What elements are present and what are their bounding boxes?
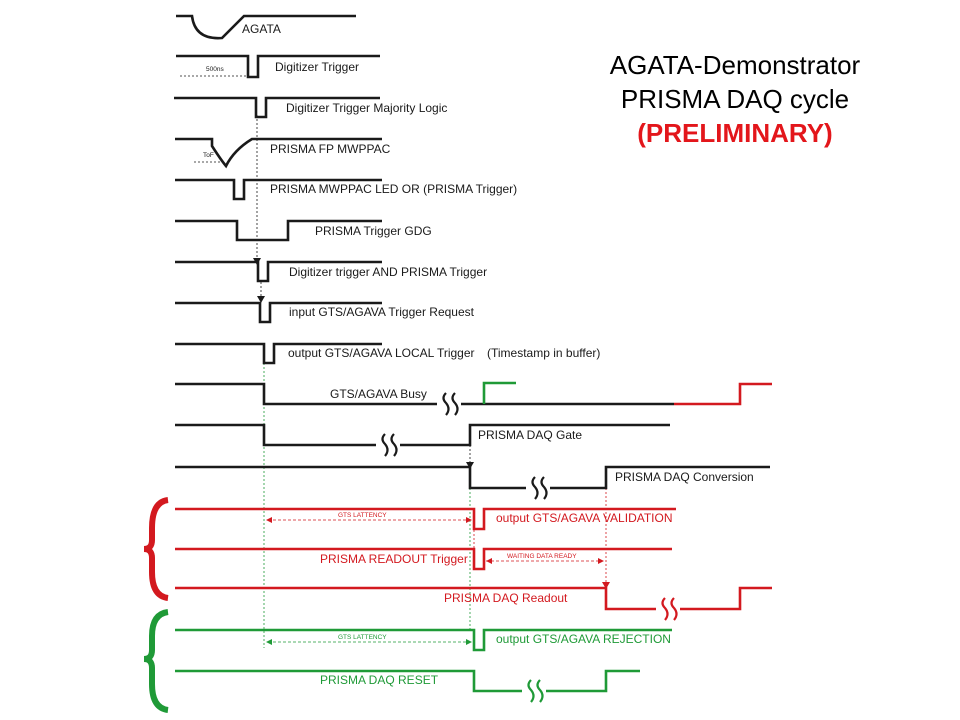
waveform-prisma-fp-mwppac xyxy=(175,137,382,169)
waveform-trigger-gdg xyxy=(175,219,382,242)
label-gts-latency-2: GTS LATTENCY xyxy=(338,634,387,641)
label-output-rejection: output GTS/AGAVA REJECTION xyxy=(496,632,671,646)
waveform-input-gts xyxy=(175,301,382,324)
label-waiting-data-ready: WAITING DATA READY xyxy=(507,553,577,560)
break-mark xyxy=(526,476,550,500)
label-output-gts-local: output GTS/AGAVA LOCAL Trigger xyxy=(288,346,475,360)
waveform-prisma-daq-gate xyxy=(175,423,670,447)
waveform-gts-busy-red xyxy=(674,382,772,406)
arrow-head xyxy=(466,517,472,523)
waveform-gts-busy xyxy=(175,382,674,406)
arrow-head xyxy=(486,558,492,564)
label-digitizer-trigger: Digitizer Trigger xyxy=(275,60,359,74)
label-gts-busy: GTS/AGAVA Busy xyxy=(330,387,427,401)
label-mwppac-or: PRISMA MWPPAC LED OR (PRISMA Trigger) xyxy=(270,182,517,196)
arrow-head xyxy=(466,639,472,645)
waveform-digitizer-and-prisma xyxy=(175,260,382,283)
diagram-panel: AGATA Digitizer Trigger 500ns Digitizer … xyxy=(113,8,790,720)
label-prisma-daq-conversion: PRISMA DAQ Conversion xyxy=(615,470,754,484)
waveform-mwppac-or xyxy=(175,178,382,201)
label-prisma-daq-gate: PRISMA DAQ Gate xyxy=(478,428,582,442)
break-mark xyxy=(656,597,680,621)
waveform-rejection xyxy=(175,628,672,652)
label-trigger-gdg: PRISMA Trigger GDG xyxy=(315,224,432,238)
waveform-readout-trigger xyxy=(175,547,672,571)
waveform-agata xyxy=(176,14,356,40)
break-mark xyxy=(522,679,546,703)
label-output-validation: output GTS/AGAVA VALIDATION xyxy=(496,511,673,525)
label-input-gts: input GTS/AGAVA Trigger Request xyxy=(289,305,475,319)
waveform-majority-logic xyxy=(174,96,380,119)
label-readout-trigger: PRISMA READOUT Trigger xyxy=(320,552,468,566)
label-daq-reset: PRISMA DAQ RESET xyxy=(320,673,439,687)
red-brace-shape xyxy=(143,497,169,601)
label-500ns: 500ns xyxy=(206,66,224,73)
break-mark xyxy=(437,392,461,416)
arrow-head xyxy=(257,296,265,303)
arrow-head xyxy=(598,558,604,564)
waveform-gts-busy-green xyxy=(482,381,516,404)
arrow-head xyxy=(266,639,272,645)
label-output-gts-local-note: (Timestamp in buffer) xyxy=(487,346,600,360)
title-line-3: (PRELIMINARY) xyxy=(637,118,833,148)
title-line-2: PRISMA DAQ cycle xyxy=(620,84,850,114)
green-brace-shape xyxy=(143,609,169,713)
arrow-head xyxy=(602,582,610,589)
label-tof: ToF xyxy=(203,152,214,159)
waveform-digitizer-trigger xyxy=(176,54,380,79)
waveform-output-gts-local xyxy=(175,342,382,365)
label-daq-readout: PRISMA DAQ Readout xyxy=(444,591,568,605)
label-gts-latency-1: GTS LATTENCY xyxy=(338,512,387,519)
label-digitizer-majority: Digitizer Trigger Majority Logic xyxy=(286,101,447,115)
arrow-head xyxy=(266,517,272,523)
arrow-head xyxy=(466,462,474,469)
timing-diagram: AGATA Digitizer Trigger 500ns Digitizer … xyxy=(143,14,772,713)
break-mark xyxy=(376,433,400,457)
diagram-title: AGATA-Demonstrator PRISMA DAQ cycle (PRE… xyxy=(560,48,910,150)
title-line-1: AGATA-Demonstrator xyxy=(609,50,861,80)
label-prisma-fp-mwppac: PRISMA FP MWPPAC xyxy=(270,142,391,156)
label-digitizer-and-prisma: Digitizer trigger AND PRISMA Trigger xyxy=(289,265,487,279)
label-agata: AGATA xyxy=(242,22,281,36)
waveform-validation xyxy=(175,507,676,531)
